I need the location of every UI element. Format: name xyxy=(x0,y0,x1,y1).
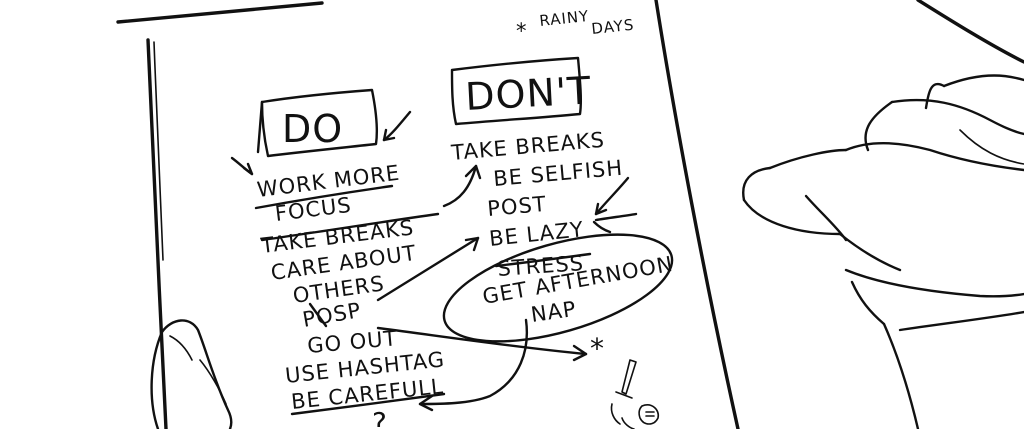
arrow-lazy-2 xyxy=(594,212,638,222)
left-thumb xyxy=(150,319,233,429)
far-asterisk-mark: * xyxy=(590,332,605,365)
arrow-go-out xyxy=(376,326,588,356)
circled-item xyxy=(442,233,674,343)
right-hand xyxy=(742,0,1024,429)
arrows xyxy=(376,164,638,412)
corner-note-line-2: DAYS xyxy=(591,16,636,38)
dont-header-label: DON'T xyxy=(464,68,592,119)
dont-item: NAP xyxy=(529,297,578,327)
underline xyxy=(290,392,446,416)
arrow-take-breaks xyxy=(442,164,478,208)
dont-list: TAKE BREAKS BE SELFISH POST BE LAZY STRE… xyxy=(442,128,675,343)
knight-doodle xyxy=(610,359,660,429)
question-mark: ? xyxy=(372,406,388,429)
arrow-lazy-1 xyxy=(594,176,630,216)
arrow-nap xyxy=(418,318,528,406)
dont-item: BE SELFISH xyxy=(492,156,624,191)
strike-line xyxy=(260,212,440,242)
do-list: WORK MORE FOCUS TAKE BREAKS CARE ABOUT O… xyxy=(254,161,446,429)
paper-sheet xyxy=(116,0,740,429)
corner-note-line-1: RAINY xyxy=(539,7,590,30)
arrow-lazy-3 xyxy=(592,220,612,234)
dont-header: DON'T xyxy=(450,56,593,126)
dont-item: POST xyxy=(486,192,547,221)
rainy-days-note: * RAINY DAYS xyxy=(516,7,635,43)
arrow-post xyxy=(376,236,480,302)
do-header-label: DO xyxy=(282,107,343,151)
far-asterisk: * xyxy=(590,332,605,365)
asterisk-mark: * xyxy=(516,19,528,43)
strike-line xyxy=(254,184,394,210)
dont-item: BE LAZY xyxy=(488,217,585,251)
do-header: DO xyxy=(230,88,412,176)
strike-line xyxy=(494,252,592,268)
strike-line xyxy=(308,302,328,328)
